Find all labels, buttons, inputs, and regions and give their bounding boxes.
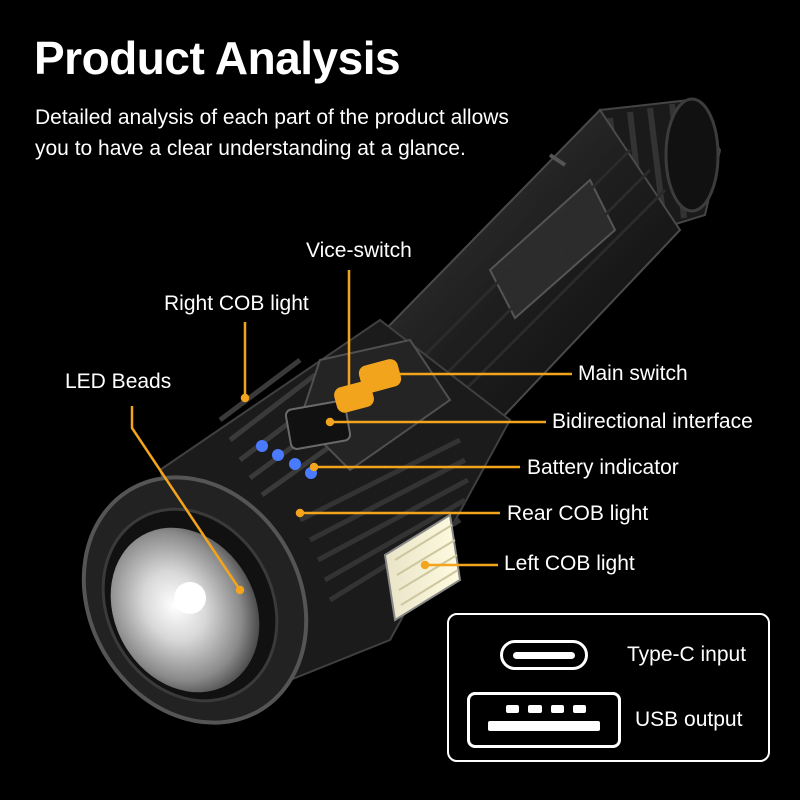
legend-type-c-input: Type-C input [627, 643, 747, 666]
callout-right-cob-light: Right COB light [164, 292, 309, 315]
legend-usb-output: USB output [635, 708, 743, 731]
page-title: Product Analysis [34, 32, 401, 84]
callout-rear-cob-light: Rear COB light [507, 502, 649, 525]
type-c-port-icon [500, 640, 588, 670]
flashlight-body [383, 108, 682, 422]
callout-battery-indicator: Battery indicator [527, 456, 679, 479]
callout-bidirectional-interface: Bidirectional interface [552, 410, 753, 433]
usb-port-icon [467, 692, 621, 748]
flashlight-bezel [81, 475, 309, 725]
callout-left-cob-light: Left COB light [504, 552, 635, 575]
page-subtitle: Detailed analysis of each part of the pr… [35, 102, 595, 164]
callout-vice-switch: Vice-switch [306, 239, 412, 262]
callout-led-beads: LED Beads [65, 370, 172, 393]
callout-main-switch: Main switch [578, 362, 688, 385]
subtitle-line-1: Detailed analysis of each part of the pr… [35, 106, 509, 129]
callout-lines [130, 270, 572, 595]
subtitle-line-2: you to have a clear understanding at a g… [35, 137, 466, 160]
port-legend: Type-C input USB output [447, 613, 770, 762]
